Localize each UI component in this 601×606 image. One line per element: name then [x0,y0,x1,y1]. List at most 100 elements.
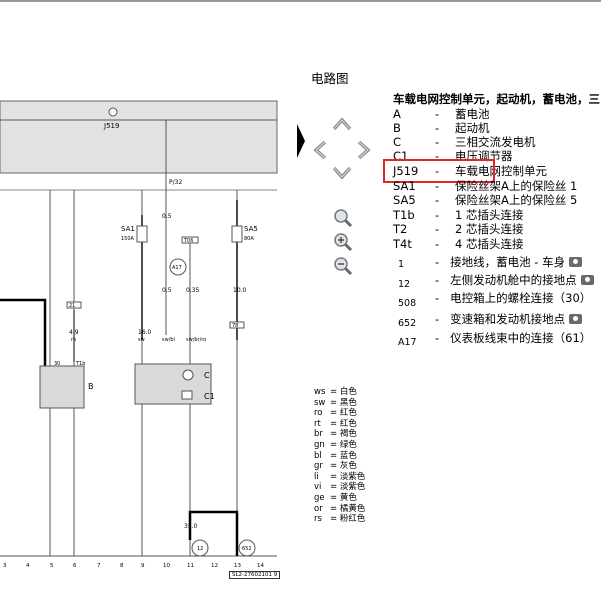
svg-text:13: 13 [234,563,241,569]
camera-icon[interactable] [580,275,594,285]
legend-item: T2-2 芯插头连接 [393,222,524,236]
svg-text:652: 652 [242,546,252,552]
svg-text:0.35: 0.35 [186,287,200,294]
legend-item-j519[interactable]: J519-车载电网控制单元 [393,163,547,179]
svg-text:21: 21 [69,303,75,309]
svg-text:7: 7 [97,563,101,569]
sa5-fuse [231,225,243,243]
c-label: C [204,371,210,380]
svg-text:12: 12 [197,546,203,552]
svg-text:sw/br/ro: sw/br/ro [186,337,206,343]
svg-text:11: 11 [187,563,194,569]
zoom-in-icon[interactable] [333,232,353,252]
svg-text:4.9: 4.9 [69,329,79,336]
alternator-c [134,363,212,405]
connection-code: 508 [398,298,417,309]
ground-12 [191,539,209,557]
svg-text:16.0: 16.0 [138,329,152,336]
c1-label: C1 [204,392,215,401]
color-row: rt= 红色 [314,418,357,429]
connection-item: - 变速箱和发动机接地点 [435,311,583,327]
connection-code: 1 [398,259,405,270]
svg-text:T1b: T1b [75,361,85,367]
color-row: rs= 粉红色 [314,514,366,525]
legend-item: A-蓄电池 [393,107,490,121]
svg-text:78: 78 [232,323,238,329]
collapse-arrow-icon[interactable] [296,124,305,158]
legend-item: T1b-1 芯插头连接 [393,208,524,222]
diagram-reference: SL2-27602101 9 [229,571,281,579]
sa5-label: SA5 [244,225,258,233]
column-scale: 3 4 5 6 7 8 9 10 11 12 13 14 [3,563,264,569]
svg-text:12: 12 [211,563,218,569]
legend-item: SA5-保险丝架A上的保险丝 5 [393,193,578,207]
top-divider [0,0,601,2]
panel-title: 电路图 [311,71,349,86]
svg-text:10: 10 [163,563,170,569]
svg-text:35.0: 35.0 [184,523,198,530]
legend-item: B-起动机 [393,121,490,135]
camera-icon[interactable] [569,257,583,267]
svg-text:4: 4 [26,563,30,569]
circuit-diagram: J519 P/32 SA1 150A SA5 80A T06 21 78 A17… [0,100,278,569]
pan-right-icon[interactable] [357,140,371,160]
color-row: vi= 淡紫色 [314,482,366,493]
a17-node [169,258,187,276]
wire-color-key: ws= 白色 sw= 黑色 ro= 红色 rt= 红色 br= 褐色 gn= 绿… [314,387,365,525]
svg-text:ro: ro [71,337,76,343]
svg-text:P/32: P/32 [169,179,182,186]
svg-text:150A: 150A [121,236,135,242]
sa1-label: SA1 [121,225,135,233]
color-row: bl= 蓝色 [314,450,357,461]
color-row: sw= 黑色 [314,397,357,408]
svg-text:T06: T06 [183,238,193,244]
connection-item: - 左侧发动机舱中的接地点 [435,272,594,288]
connection-code: 12 [398,279,411,290]
camera-icon[interactable] [569,314,583,324]
svg-text:sw/bl: sw/bl [162,337,175,343]
pan-down-icon[interactable] [332,166,352,180]
svg-text:30: 30 [54,361,60,367]
color-row: ro= 红色 [314,408,357,419]
svg-text:5: 5 [50,563,54,569]
svg-text:A17: A17 [172,265,182,271]
connection-item: - 仪表板线束中的连接（61） [435,331,592,345]
color-row: or= 橘黄色 [314,503,366,514]
color-row: li= 淡紫色 [314,471,366,482]
svg-text:3: 3 [3,563,7,569]
svg-text:0.5: 0.5 [162,287,172,294]
starter-b [39,365,85,409]
zoom-out-icon[interactable] [333,256,353,276]
svg-text:14: 14 [257,563,264,569]
svg-text:80A: 80A [244,236,254,242]
legend-item: T4t-4 芯插头连接 [393,237,524,251]
color-row: br= 褐色 [314,429,357,440]
sa1-fuse [136,225,148,243]
j519-box [0,100,278,174]
svg-text:sw: sw [138,337,145,343]
svg-text:8: 8 [120,563,124,569]
connection-item: - 电控箱上的螺栓连接（30） [435,291,592,305]
b-label: B [88,382,94,391]
legend-item: SA1-保险丝架A上的保险丝 1 [393,179,578,193]
legend-heading: 车载电网控制单元，起动机，蓄电池，三 [393,92,600,106]
highlight-box [383,159,495,183]
color-row: ge= 黄色 [314,492,357,503]
color-row: ws= 白色 [314,387,357,397]
color-row: gn= 绿色 [314,439,357,450]
svg-text:9: 9 [141,563,145,569]
svg-text:6: 6 [73,563,77,569]
svg-text:10.0: 10.0 [233,287,247,294]
connection-item: - 接地线，蓄电池 - 车身 [435,254,583,270]
ground-652 [238,539,256,557]
j519-label: J519 [103,122,119,130]
pan-up-icon[interactable] [332,117,352,131]
connection-code: A17 [398,337,417,348]
svg-text:0.5: 0.5 [162,213,172,220]
zoom-fit-icon[interactable] [333,208,353,228]
legend-item: C-三相交流发电机 [393,135,536,149]
connection-code: 652 [398,318,417,329]
pan-left-icon[interactable] [313,140,327,160]
color-row: gr= 灰色 [314,461,357,472]
